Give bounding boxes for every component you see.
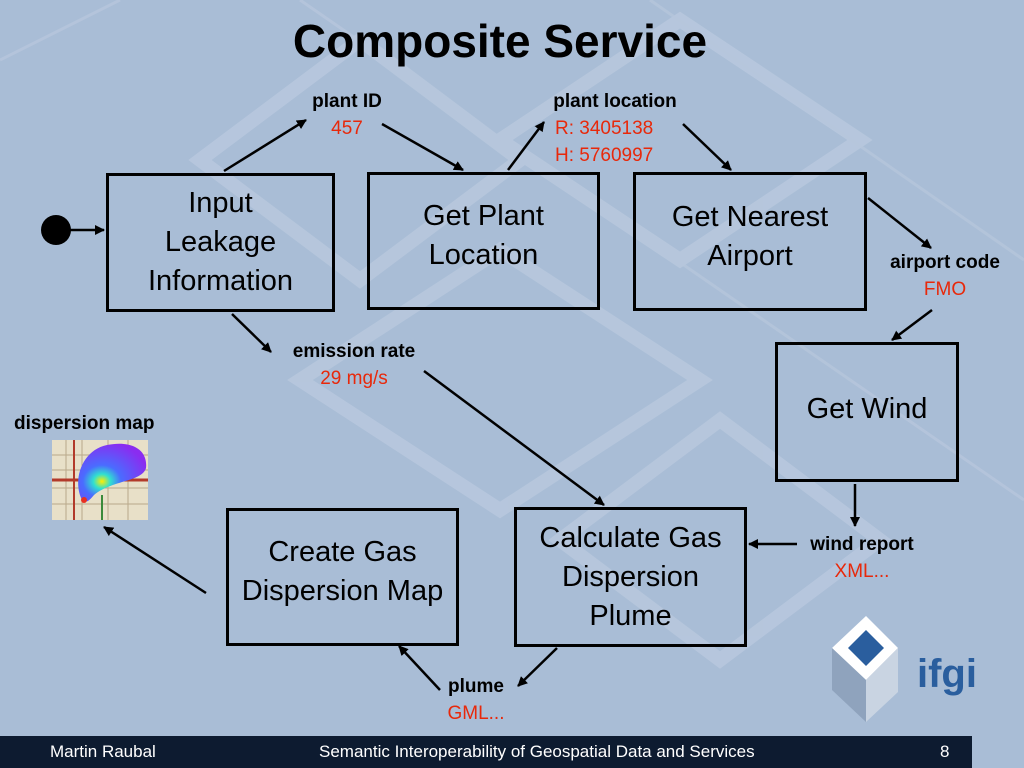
arrow-emission-rate-to-plume (423, 369, 605, 507)
label-airport-code: airport code FMO (875, 249, 1015, 303)
arrow-input-to-emission-rate (231, 313, 272, 353)
arrow-plume-to-gml (517, 647, 558, 687)
footer-page-number: 8 (940, 742, 950, 761)
label-wind-report: wind report XML... (797, 531, 927, 585)
arrow-plant-id-to-get-location (381, 122, 464, 172)
start-node (41, 215, 71, 245)
label-dispersion-map: dispersion map (14, 413, 155, 434)
create-map-box: Create Gas Dispersion Map (226, 508, 459, 646)
arrow-plant-location-to-airport (682, 123, 732, 171)
ifgi-logo-icon (832, 616, 898, 722)
get-nearest-airport-box: Get Nearest Airport (633, 172, 867, 311)
arrow-input-to-plant-id (223, 118, 307, 173)
label-emission-rate: emission rate 29 mg/s (278, 338, 430, 392)
label-airport-code-value: FMO (923, 279, 967, 300)
label-plant-id-value: 457 (331, 118, 363, 139)
label-plume-value: GML... (447, 703, 505, 724)
label-plant-location-name: plant location (553, 91, 677, 112)
label-airport-code-name: airport code (890, 252, 1000, 273)
arrow-get-location-to-plant-location (507, 121, 545, 171)
label-plant-location: plant location R: 3405138 H: 5760997 (525, 88, 705, 169)
calculate-plume-box: Calculate Gas Dispersion Plume (514, 507, 747, 647)
dispersion-map-image (52, 440, 148, 520)
footer-author: Martin Raubal (50, 742, 156, 761)
get-plant-location-box: Get Plant Location (367, 172, 600, 310)
label-plant-id-name: plant ID (312, 91, 382, 112)
label-emission-rate-value: 29 mg/s (320, 368, 388, 389)
label-plant-id: plant ID 457 (287, 88, 407, 142)
footer-bar: Martin Raubal Semantic Interoperability … (0, 736, 972, 768)
label-plant-location-value: R: 3405138 H: 5760997 (555, 118, 654, 166)
arrow-airport-to-airport-code (867, 197, 932, 249)
footer-course: Semantic Interoperability of Geospatial … (319, 742, 755, 761)
ifgi-logo-text: ifgi (917, 652, 977, 696)
arrow-map-to-dispersion-map (103, 525, 207, 595)
get-wind-box: Get Wind (775, 342, 959, 482)
label-plume: plume GML... (436, 673, 516, 727)
input-leakage-box: Input Leakage Information (106, 173, 335, 312)
label-plume-name: plume (448, 676, 504, 697)
arrow-gml-to-map (398, 645, 441, 691)
label-emission-rate-name: emission rate (292, 341, 416, 362)
label-wind-report-value: XML... (834, 561, 890, 582)
arrow-airport-code-to-wind (891, 309, 933, 341)
slide-title: Composite Service (292, 15, 708, 67)
label-wind-report-name: wind report (810, 534, 914, 555)
